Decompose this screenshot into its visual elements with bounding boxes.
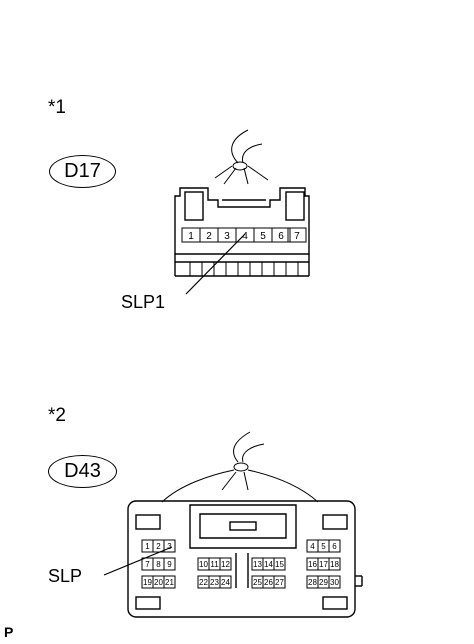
connector1-leader-line bbox=[185, 233, 246, 295]
connector1-harness bbox=[214, 129, 269, 185]
connector2-leader-line bbox=[103, 546, 173, 576]
connector1-body bbox=[174, 187, 310, 277]
connector1-pin: 3 bbox=[224, 231, 230, 242]
connector2-pin: 15 bbox=[275, 560, 284, 569]
connector2-pin: 6 bbox=[332, 542, 337, 551]
connector2-pin: 3 bbox=[167, 542, 172, 551]
connector1-code: D17 bbox=[64, 160, 101, 182]
connector2-pin: 29 bbox=[319, 578, 328, 587]
connector2-pin: 17 bbox=[319, 560, 328, 569]
connector2-pin: 13 bbox=[253, 560, 262, 569]
connector2-body bbox=[127, 500, 363, 618]
connector1-pin: 1 bbox=[188, 231, 194, 242]
connector2-pin: 23 bbox=[210, 578, 219, 587]
connector2-pin: 1 bbox=[145, 542, 150, 551]
connector2-pin: 27 bbox=[275, 578, 284, 587]
connector2-pin: 24 bbox=[221, 578, 230, 587]
connector1-pin-row: 1 2 3 4 5 6 7 bbox=[181, 227, 307, 243]
connector2-pin: 12 bbox=[221, 560, 230, 569]
connector1-pin: 5 bbox=[260, 231, 266, 242]
connector2-pin: 25 bbox=[253, 578, 262, 587]
connector2-terminal-label: SLP bbox=[48, 566, 83, 586]
connector2-marker: *2 bbox=[48, 405, 66, 426]
connector1-marker: *1 bbox=[48, 97, 66, 118]
connector2-pin: 2 bbox=[156, 542, 161, 551]
connector2-pin: 20 bbox=[154, 578, 163, 587]
connector1-ribs bbox=[189, 262, 299, 276]
connector2-pin: 18 bbox=[330, 560, 339, 569]
connector1-pin: 7 bbox=[294, 231, 300, 242]
connector2-pin-grid: 1 2 3 4 5 6 7 8 9 10 11 12 13 14 15 16 1… bbox=[141, 539, 341, 589]
connector2-pin: 4 bbox=[310, 542, 315, 551]
connector2-pin: 14 bbox=[264, 560, 273, 569]
connector2-pin: 9 bbox=[167, 560, 172, 569]
connector2-pin: 22 bbox=[199, 578, 208, 587]
connector1-code-badge: D17 bbox=[49, 155, 116, 188]
connector2-pin: 7 bbox=[145, 560, 150, 569]
connector2-pin: 21 bbox=[165, 578, 174, 587]
connector2-pin: 11 bbox=[210, 560, 219, 569]
connector1-pin: 6 bbox=[278, 231, 284, 242]
connector1-pin: 4 bbox=[242, 231, 248, 242]
connector2-pin: 5 bbox=[321, 542, 326, 551]
connector1-terminal-label: SLP1 bbox=[121, 292, 166, 312]
connector2-pin: 19 bbox=[143, 578, 152, 587]
corner-mark: P bbox=[4, 624, 14, 640]
connector2-pin: 16 bbox=[308, 560, 317, 569]
connector2-pin: 28 bbox=[308, 578, 317, 587]
connector2-pin: 10 bbox=[199, 560, 208, 569]
connector2-pin: 30 bbox=[330, 578, 339, 587]
connector1-pin: 2 bbox=[206, 231, 212, 242]
connector2-pin: 26 bbox=[264, 578, 273, 587]
connector2-pin: 8 bbox=[156, 560, 161, 569]
connector2-harness bbox=[161, 431, 319, 503]
connector2-code-badge: D43 bbox=[48, 455, 117, 488]
connector2-code: D43 bbox=[64, 460, 101, 482]
